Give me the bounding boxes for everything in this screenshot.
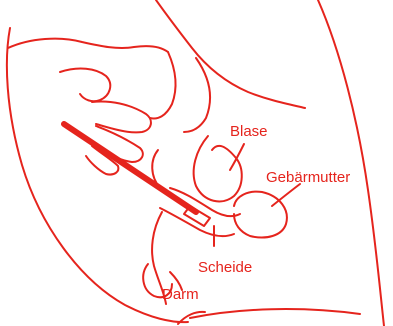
hand-back: [8, 39, 168, 52]
bladder-outline: [194, 136, 242, 201]
label-vagina: Scheide: [198, 259, 252, 276]
uterus-outline: [234, 192, 287, 238]
palm-edge: [150, 52, 175, 118]
label-bowel: Darm: [162, 286, 199, 303]
belly-outline: [318, 0, 384, 326]
thigh-outline: [190, 309, 360, 318]
inner-wrist: [184, 58, 210, 132]
hand: [8, 0, 305, 175]
bladder-pointer: [230, 144, 244, 170]
wrist-line: [156, 0, 305, 108]
thumb: [60, 69, 110, 102]
label-bladder: Blase: [230, 123, 268, 140]
label-uterus: Gebärmutter: [266, 169, 350, 186]
applicator-rod: [64, 124, 196, 212]
uterus-pointer: [272, 184, 300, 206]
